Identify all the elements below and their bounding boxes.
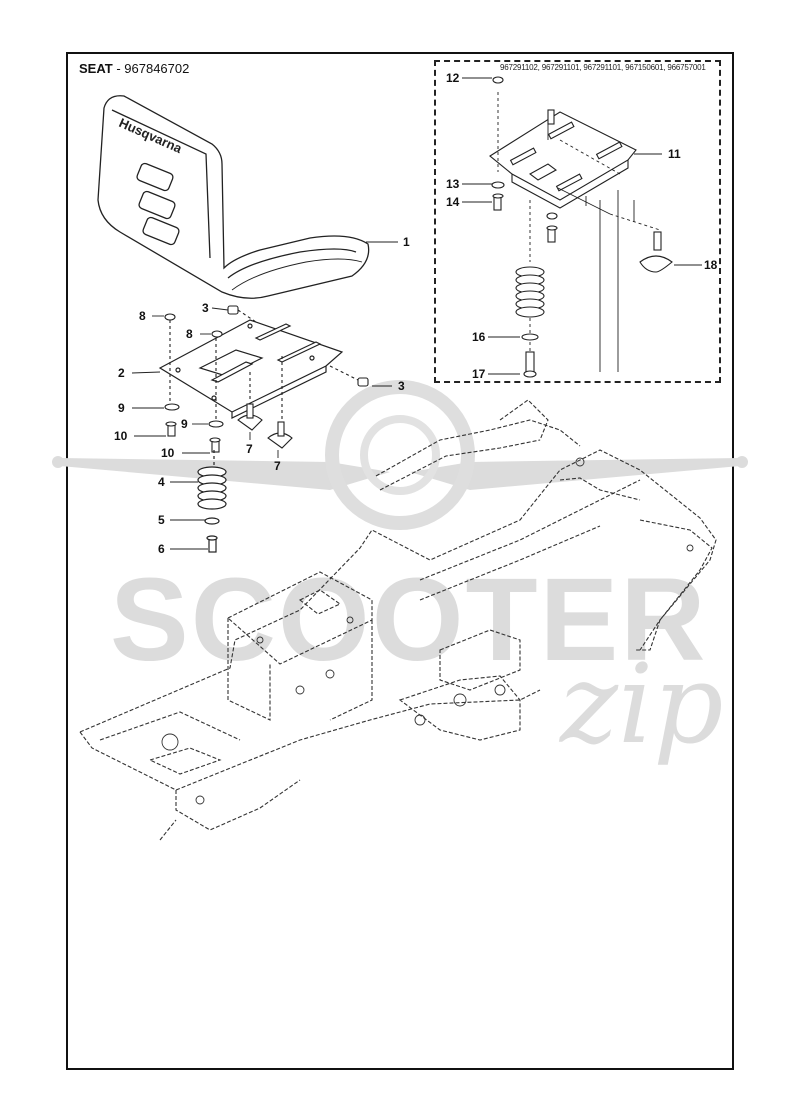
watermark-text: SCOOTER	[110, 554, 708, 686]
callout-14: 14	[446, 195, 460, 209]
callout-3-top: 3	[202, 301, 209, 315]
callout-5: 5	[158, 513, 165, 527]
seat-plate	[158, 319, 344, 419]
callout-7-right: 7	[274, 459, 281, 473]
callout-18: 18	[704, 258, 718, 272]
leader-lines	[131, 241, 398, 550]
diagram-title: SEAT	[79, 61, 113, 76]
diagram-part-number: 967846702	[124, 61, 190, 76]
callout-7-left: 7	[246, 442, 253, 456]
callout-12: 12	[446, 71, 460, 85]
callout-8-right: 8	[186, 327, 193, 341]
callout-9-right: 9	[181, 417, 188, 431]
bolts-3	[227, 305, 369, 387]
callout-4: 4	[158, 475, 165, 489]
knobs	[237, 356, 293, 449]
spring-assembly	[197, 450, 227, 553]
diagram-frame	[66, 52, 734, 1070]
callout-13: 13	[446, 177, 460, 191]
callout-11: 11	[668, 147, 681, 161]
inset-part-numbers: 967291102, 967291101, 967291101, 9671506…	[500, 63, 706, 72]
callout-9-left: 9	[118, 401, 125, 415]
diagram-header: SEAT - 967846702	[79, 61, 189, 76]
header-separator: -	[112, 61, 125, 76]
callout-2: 2	[118, 366, 125, 380]
callout-10-left: 10	[114, 429, 128, 443]
callout-1: 1	[403, 235, 410, 249]
inset-detail-box	[434, 60, 721, 383]
callout-17: 17	[472, 367, 486, 381]
callout-3-right: 3	[398, 379, 405, 393]
seat: Husqvarna	[97, 95, 370, 299]
inset-bracket	[489, 111, 637, 209]
watermark-script: zip	[560, 640, 724, 768]
tractor-frame	[79, 399, 717, 841]
callout-6: 6	[158, 542, 165, 556]
callout-16: 16	[472, 330, 486, 344]
callout-10-right: 10	[161, 446, 175, 460]
watermark-emblem	[52, 380, 748, 530]
hardware-left	[164, 313, 224, 453]
inset-hardware	[491, 76, 673, 378]
frame-holes	[161, 457, 694, 805]
callout-8-left: 8	[139, 309, 146, 323]
